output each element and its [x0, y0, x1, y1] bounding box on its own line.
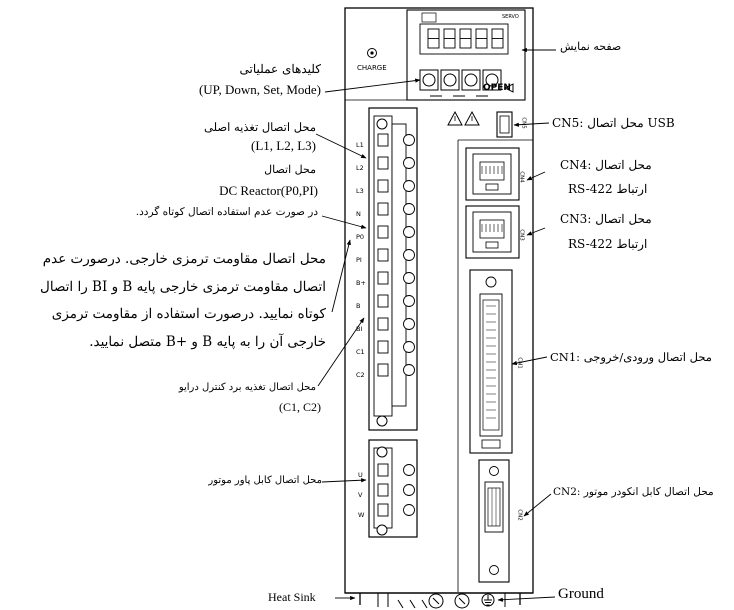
operation-keys-title: کلیدهای عملیاتی — [239, 62, 322, 76]
motor-terminal-labels: U V W — [358, 465, 364, 525]
cn5-device-label: CN5 — [520, 117, 527, 129]
terminal-label: BI — [356, 325, 363, 333]
terminal-label: V — [358, 491, 363, 499]
brake-line: خارجی آن را به پایه B و +B متصل نمایید. — [89, 333, 326, 350]
ground-terminal-icon — [377, 593, 506, 609]
cn1-device-label: CN1 — [516, 357, 523, 369]
terminal-label: B+ — [356, 279, 366, 287]
ground-label: Ground — [558, 586, 604, 602]
cn3-device-label: CN3 — [518, 229, 525, 241]
control-power-title: محل اتصال تغذیه برد کنترل درایو — [178, 382, 316, 393]
leader-lines — [315, 47, 556, 602]
display-page-label: صفحه نمایش — [560, 40, 622, 53]
charge-led — [367, 48, 377, 58]
operation-keys-sub: (UP, Down, Set, Mode) — [198, 82, 321, 97]
cn4-sub: ارتباط RS-422 — [568, 182, 648, 196]
cn3-title: CN3: محل اتصال — [560, 212, 652, 226]
terminal-label: L3 — [356, 187, 364, 195]
rj45-port-cn3 — [465, 205, 520, 259]
main-power-sub: (L1, L2, L3) — [251, 138, 316, 153]
display-top-label: SERVO — [502, 14, 519, 20]
dc-reactor-title: محل اتصال — [264, 163, 316, 176]
terminal-label: L2 — [356, 164, 364, 172]
rj45-port-cn4 — [465, 147, 520, 201]
terminal-label: C1 — [356, 348, 365, 356]
brake-line: کوتاه نمایید. درصورت استفاده از مقاومت ت… — [51, 306, 326, 322]
io-connector-cn1 — [469, 269, 513, 454]
warning-icon — [447, 110, 480, 126]
cn1-label: CN1: محل اتصال ورودی/خروجی — [550, 350, 712, 364]
terminal-label: N — [356, 210, 361, 218]
control-power-sub: (C1, C2) — [279, 400, 321, 414]
dc-reactor-note: در صورت عدم استفاده اتصال کوتاه گردد. — [135, 206, 318, 218]
cn3-sub: ارتباط RS-422 — [568, 237, 648, 251]
open-label: OPEN — [483, 83, 511, 93]
brake-line: محل اتصال مقاومت ترمزی خارجی. درصورت عدم — [42, 251, 326, 267]
terminal-label: C2 — [356, 371, 365, 379]
heat-sink-label: Heat Sink — [268, 590, 316, 604]
terminal-label: P0 — [356, 233, 365, 241]
cn2-device-label: CN2 — [516, 509, 523, 521]
encoder-connector-cn2 — [478, 459, 510, 583]
motor-power-label: محل اتصال کابل پاور موتور — [208, 475, 322, 486]
terminal-label: B — [356, 302, 361, 310]
display-panel — [406, 9, 526, 101]
terminal-label: L1 — [356, 141, 364, 149]
power-terminal-block — [368, 107, 418, 431]
power-terminal-labels: L1 L2 L3 N P0 PI B+ B BI C1 C2 — [356, 134, 366, 387]
terminal-label: PI — [356, 256, 362, 264]
cn2-label: CN2: محل اتصال کابل انکودر موتور — [553, 486, 714, 498]
brake-resistor-note: محل اتصال مقاومت ترمزی خارجی. درصورت عدم… — [6, 246, 326, 356]
cn5-label: CN5: محل اتصال USB — [552, 116, 675, 130]
cn4-title: CN4: محل اتصال — [560, 158, 652, 172]
terminal-label: U — [358, 471, 363, 479]
main-power-title: محل اتصال تغذیه اصلی — [204, 120, 316, 134]
brake-line: اتصال مقاومت ترمزی خارجی پایه B و BI را … — [40, 278, 326, 295]
motor-terminal-block — [368, 439, 418, 538]
charge-label: CHARGE — [357, 64, 387, 72]
usb-port-cn5 — [496, 111, 513, 138]
dc-reactor-sub: DC Reactor(P0,PI) — [219, 183, 318, 198]
terminal-label: W — [358, 511, 365, 519]
cn4-device-label: CN4 — [518, 171, 525, 183]
